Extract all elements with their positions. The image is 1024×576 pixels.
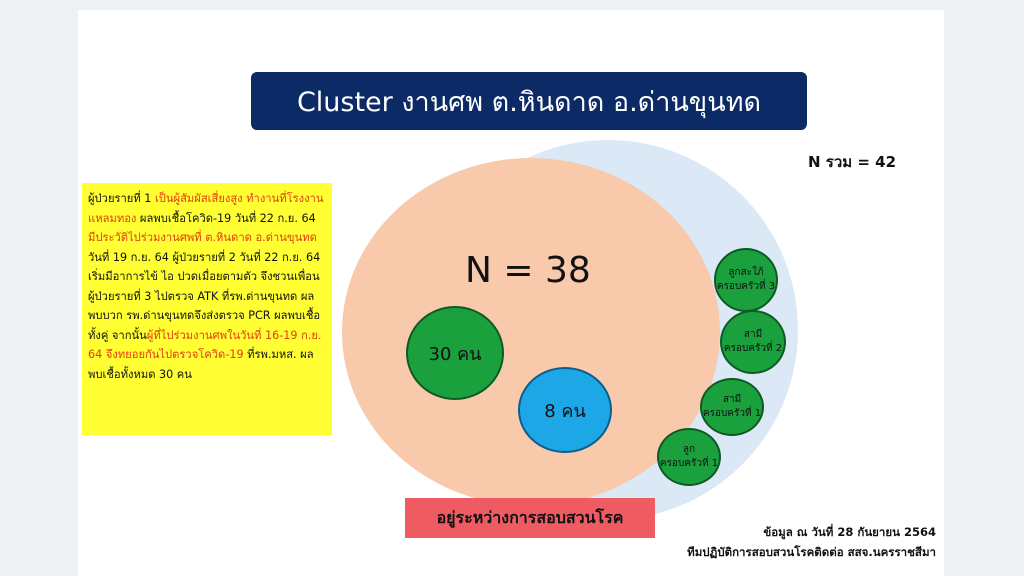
- group-8-label: 8 คน: [544, 400, 586, 422]
- family-member-label: สามี: [722, 394, 742, 405]
- family-number-label: ครอบครัวที่ 2: [723, 343, 783, 354]
- case-description: ผู้ป่วยรายที่ 1 เป็นผู้สัมผัสเสี่ยงสูง ท…: [82, 183, 332, 435]
- cluster-count-label: N = 38: [465, 250, 591, 291]
- family-circle-3: สามี ครอบครัวที่ 1: [700, 378, 764, 436]
- group-30-circle: 30 คน: [406, 306, 504, 400]
- source-team: ทีมปฏิบัติการสอบสวนโรคติดต่อ สสจ.นครราชส…: [687, 545, 936, 559]
- note-highlight-3: ผู้ที่ไปร่วมงานศพในวันที่ 16-19 ก.ย. 64 …: [88, 328, 322, 362]
- investigation-status: อยู่ระหว่างการสอบสวนโรค: [405, 498, 655, 538]
- family-number-label: ครอบครัวที่ 1: [702, 408, 762, 419]
- family-member-label: สามี: [743, 329, 763, 340]
- note-text-4: ที่รพ.มหส. ผลพบเชื้อทั้งหมด 30 คน: [88, 348, 314, 381]
- group-8-circle: 8 คน: [518, 367, 612, 453]
- family-number-label: ครอบครัวที่ 3: [716, 281, 776, 292]
- family-member-label: ลูกสะใภ้: [728, 267, 764, 278]
- funeral-cluster-circle: [342, 158, 720, 506]
- title-banner: Cluster งานศพ ต.หินดาด อ.ด่านขุนทด: [251, 72, 807, 130]
- total-count: N รวม = 42: [808, 153, 897, 171]
- note-text-1: ผู้ป่วยรายที่ 1: [88, 192, 155, 205]
- family-circle-4: ลูก ครอบครัวที่ 1: [657, 428, 721, 486]
- note-highlight-1: เป็นผู้สัมผัสเสี่ยงสูง ทำงานที่โรงงานแหล…: [88, 192, 324, 225]
- source-date: ข้อมูล ณ วันที่ 28 กันยายน 2564: [763, 525, 936, 539]
- slide-title: Cluster งานศพ ต.หินดาด อ.ด่านขุนทด: [296, 86, 762, 118]
- note-highlight-2: มีประวัติไปร่วมงานศพที่ ต.หินดาด อ.ด่านข…: [88, 231, 317, 244]
- status-label: อยู่ระหว่างการสอบสวนโรค: [436, 507, 624, 527]
- family-number-label: ครอบครัวที่ 1: [659, 458, 719, 469]
- group-30-label: 30 คน: [428, 343, 482, 365]
- family-circle-1: ลูกสะใภ้ ครอบครัวที่ 3: [714, 248, 778, 312]
- data-source: ข้อมูล ณ วันที่ 28 กันยายน 2564 ทีมปฏิบั…: [640, 522, 936, 562]
- family-member-label: ลูก: [682, 444, 696, 455]
- note-text-3: วันที่ 19 ก.ย. 64 ผู้ป่วยรายที่ 2 วันที่…: [88, 250, 321, 342]
- note-text-2: ผลพบเชื้อโควิด-19 วันที่ 22 ก.ย. 64: [136, 211, 316, 225]
- family-circle-2: สามี ครอบครัวที่ 2: [720, 310, 786, 374]
